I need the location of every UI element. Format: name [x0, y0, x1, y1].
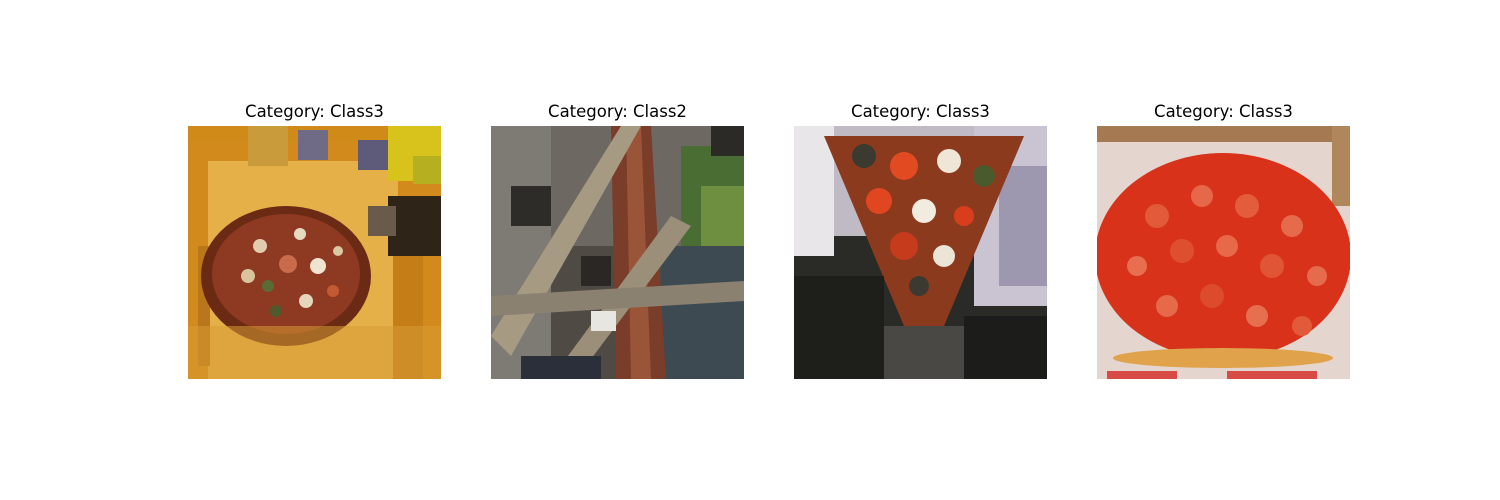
pizza-on-board-image: [188, 126, 441, 379]
image-panel-2: Category: Class2: [491, 100, 744, 380]
image-thumbnail: [1097, 126, 1350, 379]
image-thumbnail: [491, 126, 744, 379]
panel-title: Category: Class2: [548, 102, 687, 121]
panel-title: Category: Class3: [1154, 102, 1293, 121]
image-panel-4: Category: Class3: [1097, 100, 1350, 380]
image-thumbnail: [188, 126, 441, 379]
image-panel-1: Category: Class3: [188, 100, 441, 380]
panel-title: Category: Class3: [851, 102, 990, 121]
image-thumbnail: [794, 126, 1047, 379]
image-panel-3: Category: Class3: [794, 100, 1047, 380]
branches-foliage-image: [491, 126, 744, 379]
pepperoni-pizza-image: [1097, 126, 1350, 379]
panel-title: Category: Class3: [245, 102, 384, 121]
pizza-slice-image: [794, 126, 1047, 379]
